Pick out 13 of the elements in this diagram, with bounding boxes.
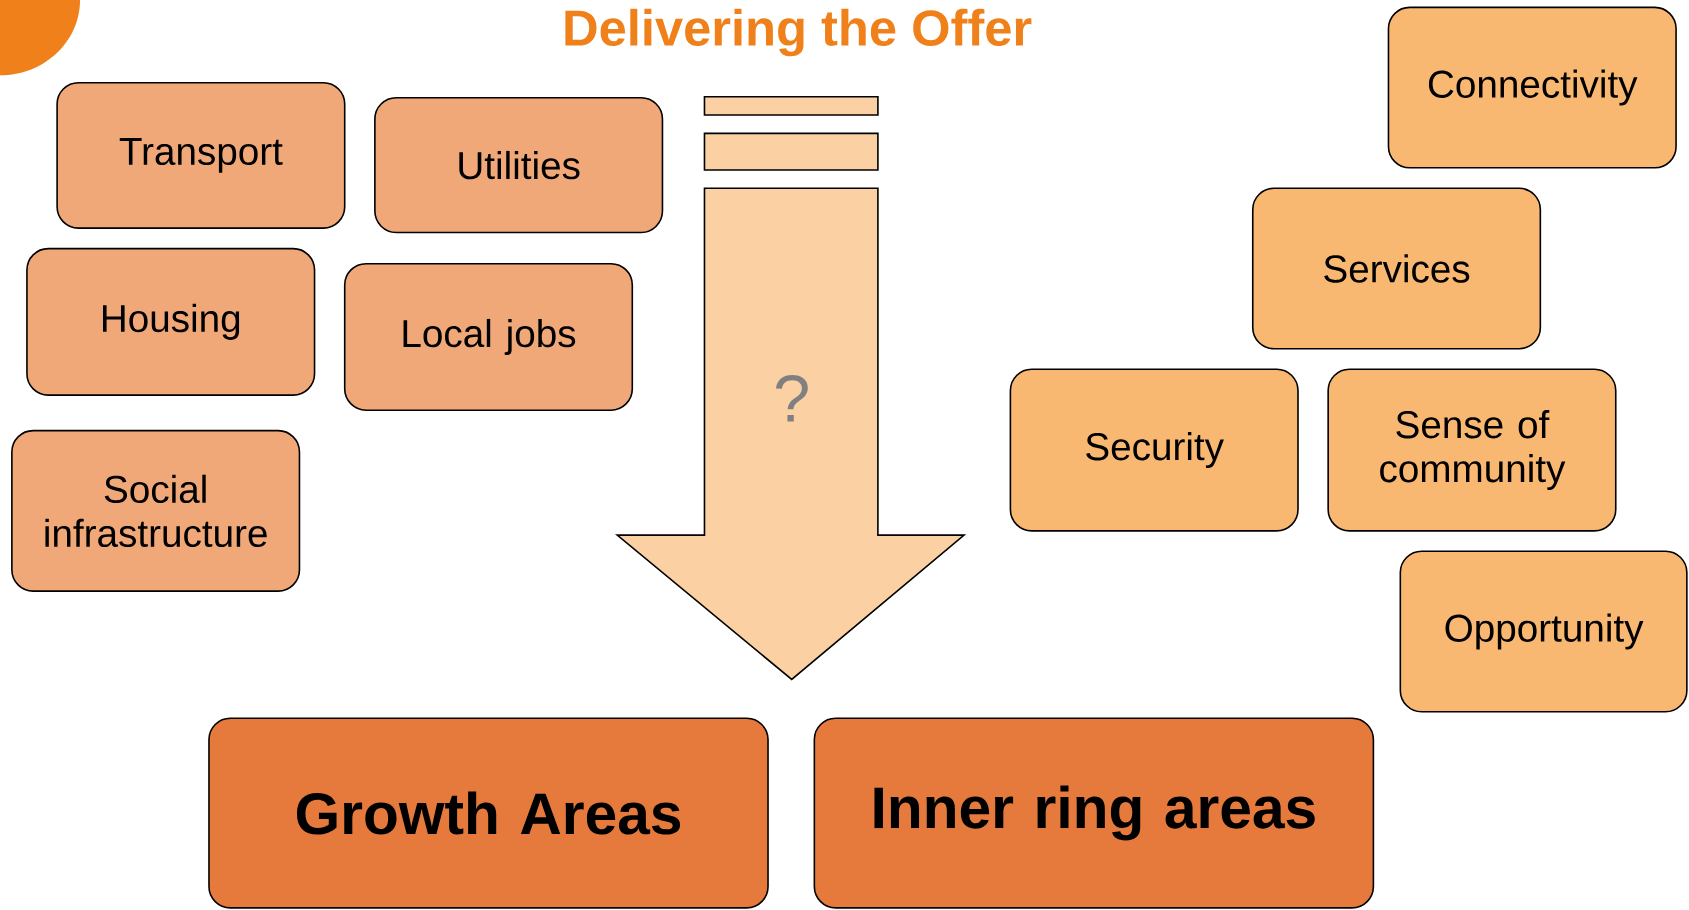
- title: Delivering the Offer: [565, 8, 1032, 57]
- topic-box: Services: [1251, 187, 1542, 350]
- topic-box: Housing: [26, 247, 316, 396]
- topic-box: Connectivity: [1387, 6, 1677, 169]
- topic-box: Local jobs: [343, 262, 634, 411]
- area-box: Inner ring areas: [813, 717, 1375, 909]
- topic-box: Utilities: [374, 97, 664, 234]
- topic-box: Social infrastructure: [11, 429, 301, 592]
- topic-box: Transport: [56, 81, 346, 229]
- topic-box: Opportunity: [1399, 550, 1688, 713]
- area-box: Growth Areas: [208, 717, 769, 909]
- topic-box: Sense of community: [1327, 368, 1617, 532]
- topic-box: Security: [1009, 368, 1299, 532]
